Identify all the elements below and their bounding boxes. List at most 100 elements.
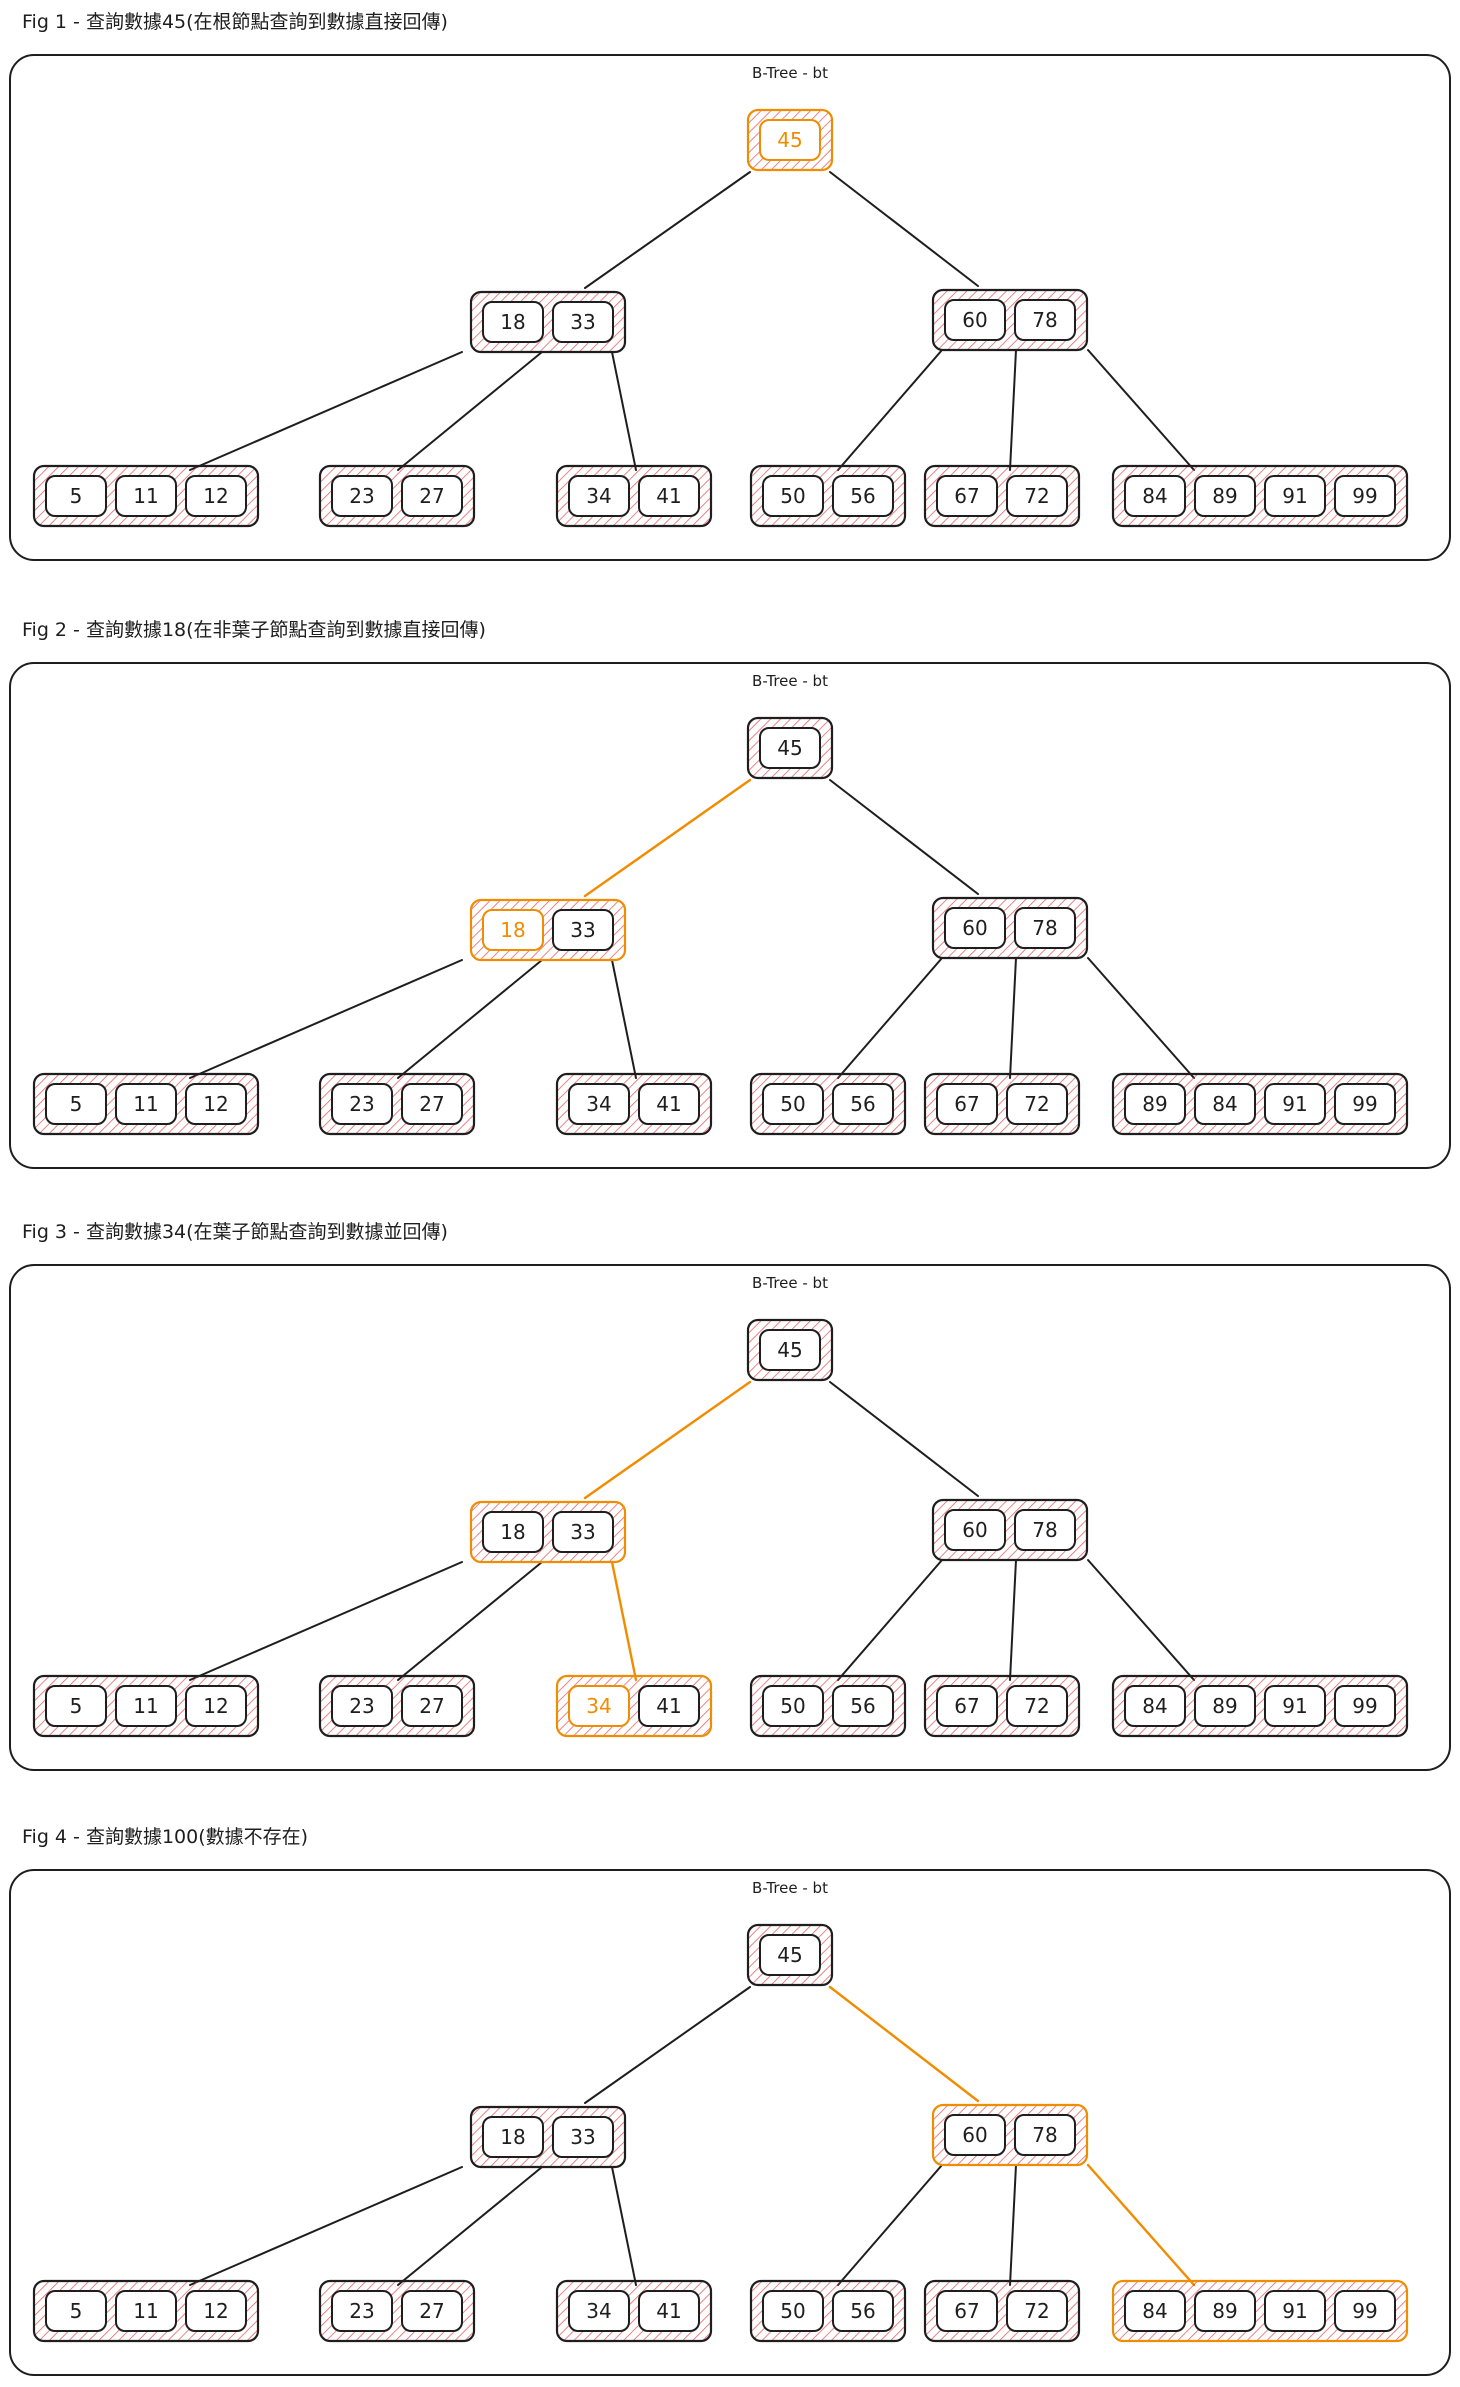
key-box [1014, 1509, 1076, 1551]
key-box [762, 475, 824, 517]
edge-right-l4 [837, 1559, 943, 1681]
key-box [482, 301, 544, 343]
key-value: 41 [656, 1694, 681, 1718]
key-value: 84 [1142, 1694, 1167, 1718]
tree-node-l3: 34 41 [555, 2279, 713, 2343]
key-value: 99 [1352, 1092, 1377, 1116]
key-value: 12 [203, 1092, 228, 1116]
key-value: 67 [954, 2299, 979, 2323]
key-value: 34 [586, 484, 611, 508]
key-box [45, 1083, 107, 1125]
key-box [1334, 1685, 1396, 1727]
key-box [1194, 1083, 1256, 1125]
key-box [832, 1083, 894, 1125]
key-box [45, 2290, 107, 2332]
key-box [552, 909, 614, 951]
figure-3: Fig 3 - 查詢數據34(在葉子節點查詢到數據並回傳)B-Tree - bt… [9, 1221, 1451, 1771]
key-value: 99 [1352, 2299, 1377, 2323]
key-box [944, 2114, 1006, 2156]
key-box [401, 2290, 463, 2332]
key-value: 56 [850, 1694, 875, 1718]
key-value: 41 [656, 484, 681, 508]
key-box [1014, 299, 1076, 341]
edge-right-l6 [1087, 1559, 1195, 1681]
edge-right-l5 [1009, 957, 1017, 1079]
edge-left-l1 [189, 1561, 463, 1681]
key-value: 18 [500, 2125, 525, 2149]
key-value: 33 [570, 310, 595, 334]
key-value: 72 [1024, 1694, 1049, 1718]
key-box [1124, 475, 1186, 517]
key-value: 78 [1032, 916, 1057, 940]
key-box [401, 475, 463, 517]
key-box [552, 1511, 614, 1553]
figure-caption: Fig 3 - 查詢數據34(在葉子節點查詢到數據並回傳) [22, 1221, 448, 1243]
edge-left-l2 [397, 351, 543, 471]
key-box [1194, 1685, 1256, 1727]
figure-1: Fig 1 - 查詢數據45(在根節點查詢到數據直接回傳)B-Tree - bt… [9, 11, 1451, 561]
key-box [1124, 2290, 1186, 2332]
key-box [115, 2290, 177, 2332]
key-value: 12 [203, 484, 228, 508]
edge-right-l5 [1009, 2164, 1017, 2286]
key-box [936, 2290, 998, 2332]
edge-right-l5 [1009, 1559, 1017, 1681]
diagram-frame [9, 54, 1451, 561]
key-value: 12 [203, 2299, 228, 2323]
key-value: 41 [656, 1092, 681, 1116]
key-box [115, 475, 177, 517]
key-box [185, 1685, 247, 1727]
key-value: 34 [586, 2299, 611, 2323]
key-box [1014, 907, 1076, 949]
key-box [944, 299, 1006, 341]
key-value: 89 [1142, 1092, 1167, 1116]
key-value: 99 [1352, 1694, 1377, 1718]
edge-root-right [829, 779, 979, 895]
edge-root-left [583, 1380, 752, 1500]
edge-right-l6 [1087, 349, 1195, 471]
node-box [1111, 1674, 1409, 1738]
tree-node-root: 45 [746, 1318, 834, 1382]
figure-caption: Fig 1 - 查詢數據45(在根節點查詢到數據直接回傳) [22, 11, 448, 33]
key-value: 12 [203, 1694, 228, 1718]
key-box [762, 1083, 824, 1125]
key-value: 23 [349, 1694, 374, 1718]
key-box [115, 1685, 177, 1727]
edge-right-l5 [1009, 349, 1017, 471]
key-box [1264, 2290, 1326, 2332]
key-box [552, 301, 614, 343]
key-box [638, 475, 700, 517]
edge-root-left [584, 171, 751, 289]
key-value: 72 [1024, 2299, 1049, 2323]
edge-root-left [583, 778, 752, 898]
figure-2: Fig 2 - 查詢數據18(在非葉子節點查詢到數據直接回傳)B-Tree - … [9, 619, 1451, 1169]
key-box [482, 1511, 544, 1553]
key-value: 11 [133, 484, 158, 508]
edge-root-left [584, 1986, 751, 2104]
key-value: 5 [70, 2299, 83, 2323]
key-value: 99 [1352, 484, 1377, 508]
key-value: 84 [1212, 1092, 1237, 1116]
edge-root-right [828, 1985, 980, 2103]
figure-caption: Fig 2 - 查詢數據18(在非葉子節點查詢到數據直接回傳) [22, 619, 486, 641]
key-box [1194, 475, 1256, 517]
edge-right-l4 [837, 349, 943, 471]
edge-left-l3 [610, 1560, 638, 1682]
tree-label: B-Tree - bt [752, 1879, 828, 1897]
key-value: 41 [656, 2299, 681, 2323]
key-value: 18 [500, 310, 525, 334]
key-box [331, 2290, 393, 2332]
